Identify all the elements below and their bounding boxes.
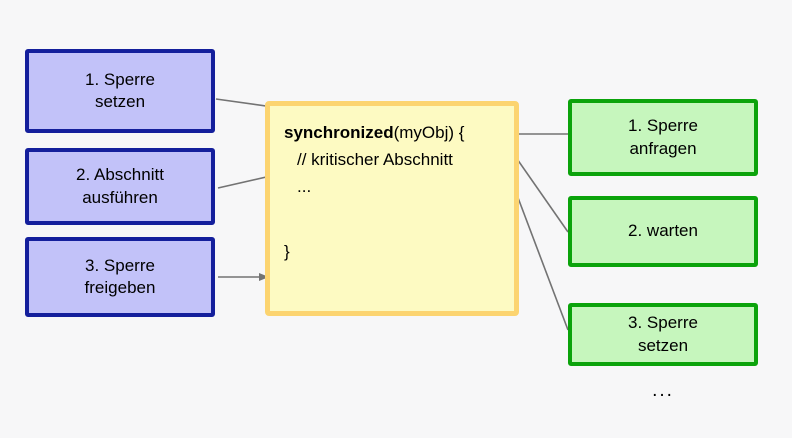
step-box-left-2[interactable]: 2. Abschnitt ausführen: [25, 148, 215, 225]
step-box-left-1[interactable]: 1. Sperre setzen: [25, 49, 215, 133]
code-line-closing-brace: }: [284, 241, 290, 261]
synchronized-code-block: synchronized(myObj) { // kritischer Absc…: [265, 101, 519, 316]
code-line-ellipsis: ...: [297, 176, 312, 196]
right-column-ellipsis: ...: [652, 380, 674, 401]
step-box-right-1-line2: anfragen: [629, 138, 697, 158]
step-box-right-3[interactable]: 3. Sperre setzen: [568, 303, 758, 366]
step-box-left-3-line1: 3. Sperre: [85, 255, 155, 275]
step-box-left-1-line1: 1. Sperre: [85, 69, 155, 89]
step-box-right-3-line2: setzen: [637, 335, 689, 355]
step-box-left-1-line2: setzen: [94, 92, 146, 111]
step-box-left-3[interactable]: 3. Sperre freigeben: [25, 237, 215, 317]
step-box-right-2-line1: 2. warten: [628, 221, 698, 241]
step-box-left-2-line2: ausführen: [82, 187, 158, 207]
step-box-left-2-line1: 2. Abschnitt: [76, 165, 164, 185]
code-signature-rest: (myObj) {: [393, 123, 465, 142]
step-box-right-3-line1: 3. Sperre: [628, 313, 698, 333]
step-box-right-1[interactable]: 1. Sperre anfragen: [568, 99, 758, 176]
code-keyword-synchronized: synchronized: [284, 123, 394, 142]
step-box-right-1-line1: 1. Sperre: [628, 116, 698, 136]
step-box-left-3-line2: freigeben: [84, 278, 156, 297]
code-line-signature: synchronized(myObj) {: [284, 120, 504, 147]
code-line-comment: // kritischer Abschnitt: [297, 149, 453, 169]
step-box-right-2[interactable]: 2. warten: [568, 196, 758, 267]
